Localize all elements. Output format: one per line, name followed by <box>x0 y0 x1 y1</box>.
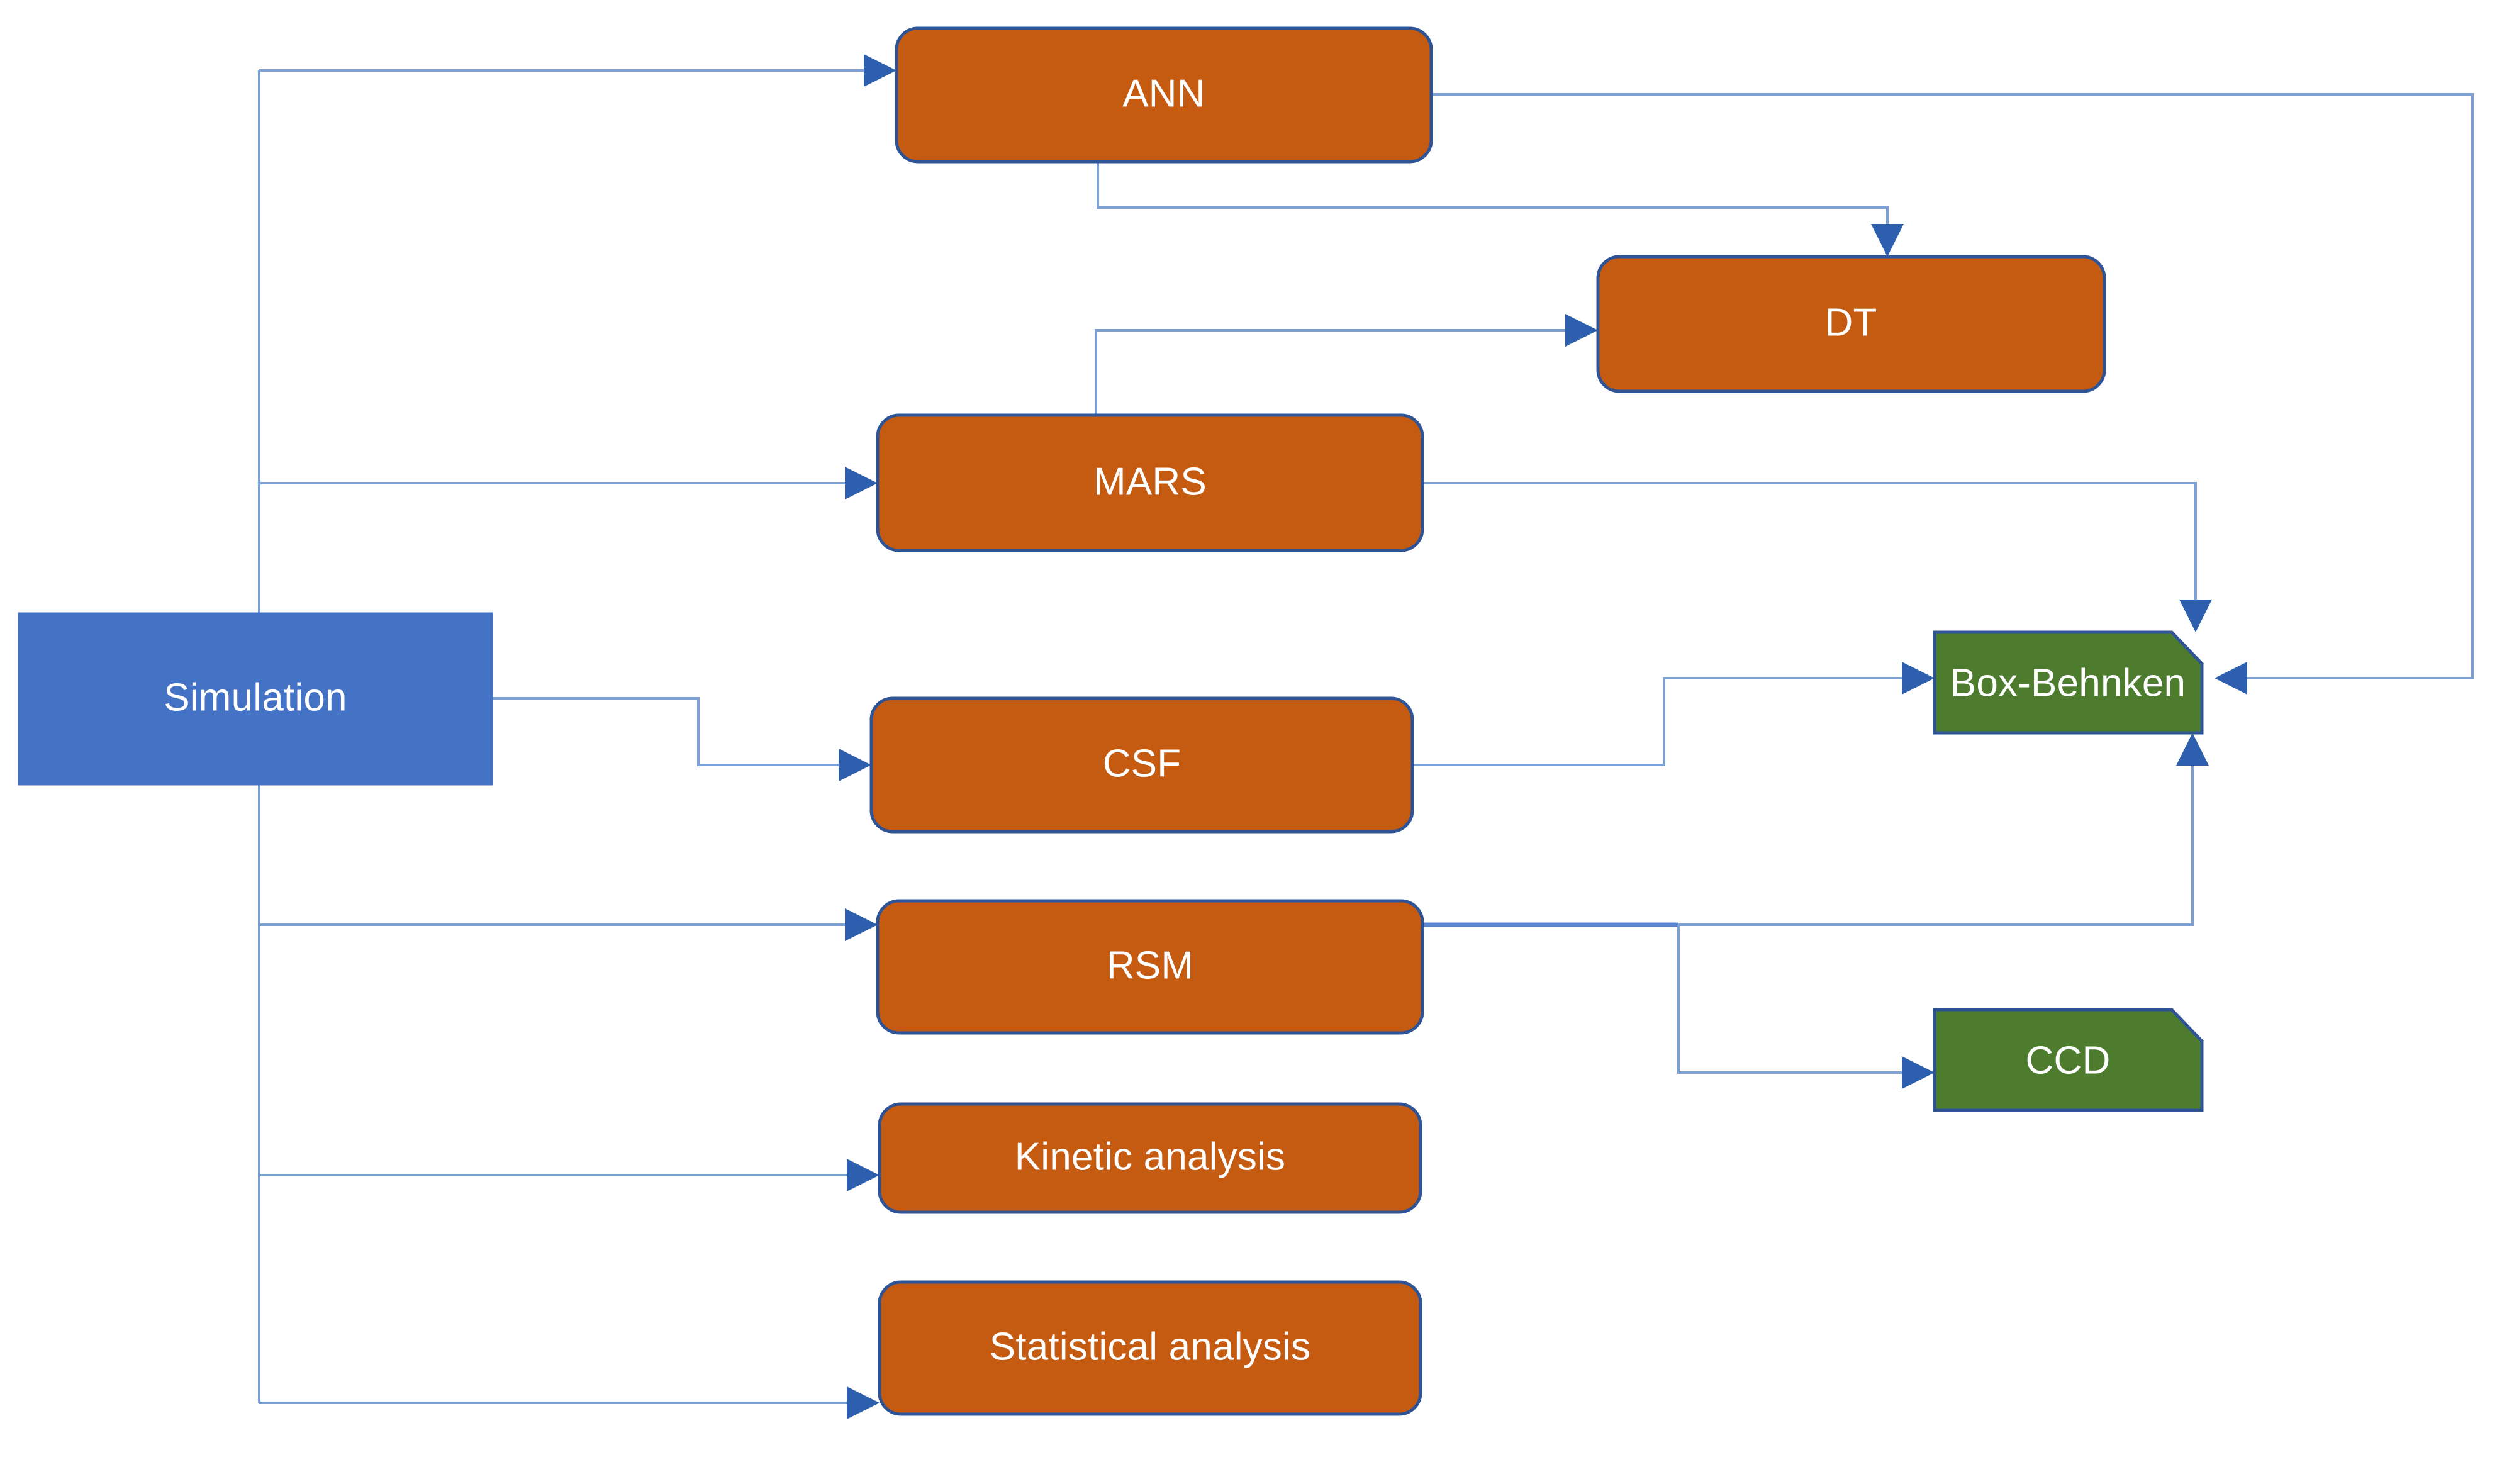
node-dt[interactable]: DT <box>1596 255 2106 393</box>
node-csf[interactable]: CSF <box>869 696 1414 834</box>
csf-shape <box>869 696 1414 834</box>
kinetic-analysis-shape <box>878 1102 1422 1214</box>
edge-mars-to-dt[interactable] <box>1095 314 1598 415</box>
edge-simulation-to-statistical-analysis[interactable] <box>259 1386 880 1419</box>
node-rsm[interactable]: RSM <box>876 899 1424 1035</box>
ccd-shape <box>1933 1008 2204 1112</box>
node-simulation[interactable]: Simulation <box>18 612 493 786</box>
statistical-analysis-shape <box>878 1280 1422 1416</box>
simulation-shape <box>18 612 493 786</box>
edge-rsm-to-box-behnken[interactable] <box>1422 733 2209 927</box>
dt-shape <box>1596 255 2106 393</box>
rsm-shape <box>876 899 1424 1035</box>
connector-layer <box>258 54 2474 1419</box>
ann-shape <box>895 26 1433 164</box>
edge-csf-to-box-behnken[interactable] <box>1412 662 1935 766</box>
edge-simulation-to-rsm[interactable] <box>259 908 878 941</box>
box-behnken-shape <box>1933 630 2204 735</box>
edge-simulation-to-ann[interactable] <box>259 54 896 87</box>
edge-simulation-to-csf[interactable] <box>492 697 871 781</box>
edge-ann-to-dt[interactable] <box>1097 162 1904 257</box>
node-mars[interactable]: MARS <box>876 413 1424 552</box>
edge-ann-to-box-behnken[interactable] <box>1431 93 2474 695</box>
edge-simulation-to-mars[interactable] <box>259 467 878 499</box>
edge-mars-to-box-behnken[interactable] <box>1422 482 2212 632</box>
edge-rsm-to-ccd[interactable] <box>1677 925 1935 1089</box>
node-statistical-analysis[interactable]: Statistical analysis <box>878 1280 1422 1416</box>
edge-simulation-to-kinetic-analysis[interactable] <box>259 1159 880 1191</box>
mars-shape <box>876 413 1424 552</box>
node-ann[interactable]: ANN <box>895 26 1433 164</box>
node-box-behnken[interactable]: Box-Behnken <box>1933 630 2204 735</box>
node-kinetic-analysis[interactable]: Kinetic analysis <box>878 1102 1422 1214</box>
node-ccd[interactable]: CCD <box>1933 1008 2204 1112</box>
